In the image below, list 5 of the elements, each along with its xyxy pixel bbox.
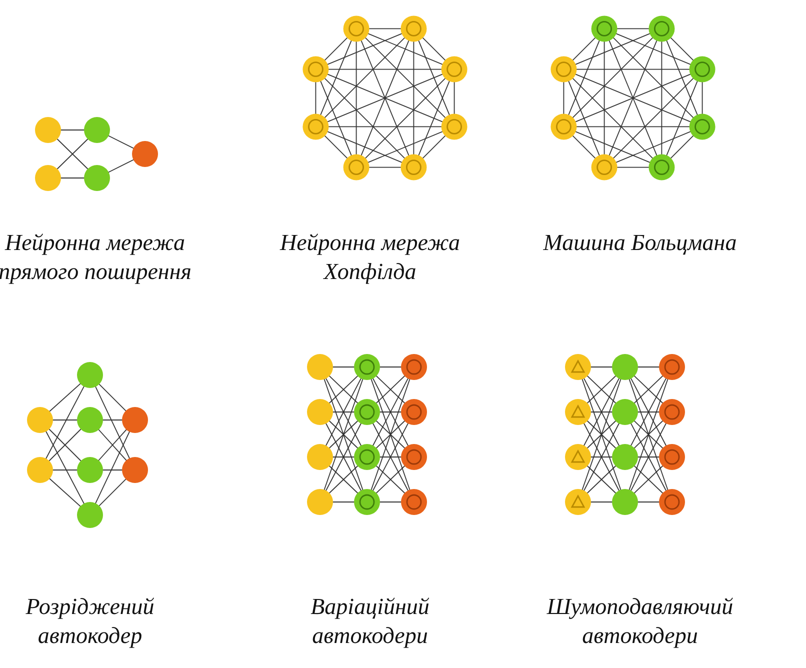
caption: Шумоподавляючий автокодери: [546, 593, 734, 650]
caption: Варіаційний автокодери: [310, 593, 430, 650]
caption: Машина Больцмана: [542, 229, 738, 257]
caption: Нейронна мережа Хопфілда: [278, 229, 461, 286]
caption: Розріджений автокодер: [24, 593, 156, 650]
